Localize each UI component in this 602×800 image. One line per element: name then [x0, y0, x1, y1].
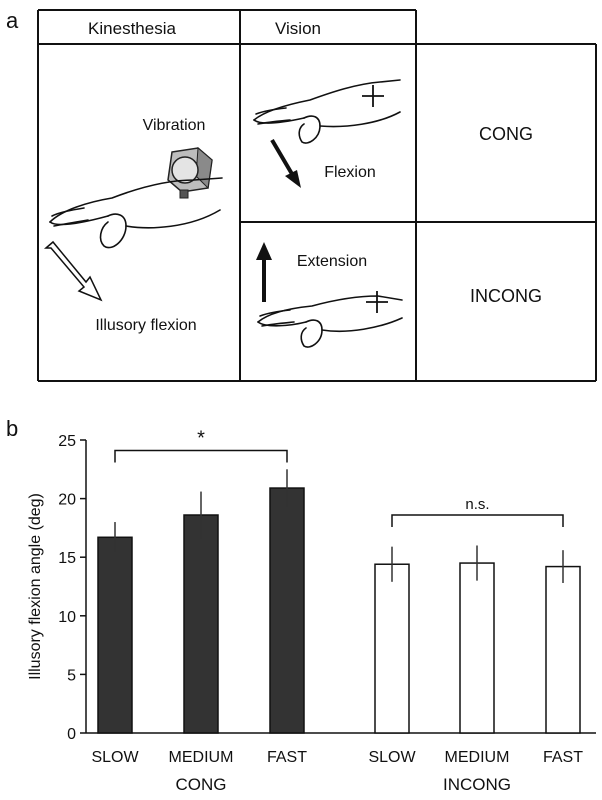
y-tick-label: 15 [58, 550, 76, 567]
bar-cong-slow [97, 536, 133, 734]
hand-icon-kinesthesia [49, 177, 223, 249]
row-label-cong: CONG [479, 124, 533, 144]
y-tick-label: 0 [67, 726, 76, 743]
cross-marker-flexion [362, 85, 384, 107]
panel-b-letter: b [6, 416, 18, 441]
bar-cong-fast [269, 487, 305, 734]
y-tick-label: 5 [67, 667, 76, 684]
group-label-incong: INCONG [443, 775, 511, 794]
vibration-label: Vibration [143, 117, 206, 134]
flexion-arrow [270, 138, 301, 188]
bar-incong-slow [374, 563, 410, 734]
illusory-flexion-label: Illusory flexion [95, 317, 196, 334]
x-tick-label: FAST [543, 749, 583, 766]
y-tick-label: 25 [58, 433, 76, 450]
header-vision: Vision [275, 19, 321, 38]
flexion-label: Flexion [324, 164, 376, 181]
illusory-flexion-arrow [43, 240, 103, 302]
significance-bracket-line [114, 449, 288, 463]
group-label-cong: CONG [176, 775, 227, 794]
header-kinesthesia: Kinesthesia [88, 19, 176, 38]
condition-table [37, 9, 597, 382]
x-tick-label: MEDIUM [169, 749, 234, 766]
x-tick-labels: SLOW MEDIUM FAST SLOW MEDIUM FAST [91, 749, 583, 766]
y-axis: 0 5 10 15 20 25 [58, 433, 596, 743]
bar-incong-fast [545, 565, 581, 734]
x-tick-label: MEDIUM [445, 749, 510, 766]
bar-cong-medium [183, 514, 219, 734]
bar-incong-medium [459, 562, 495, 734]
significance-brackets: * n.s. [114, 428, 564, 528]
vibrator-icon [167, 146, 213, 199]
group-labels: CONG INCONG [176, 775, 512, 794]
cross-marker-extension [366, 291, 388, 313]
y-tick-label: 20 [58, 492, 76, 509]
bars [97, 487, 581, 734]
x-tick-label: SLOW [91, 749, 139, 766]
significance-bracket-label: * [197, 428, 205, 450]
hand-icon-vision-flexion [253, 79, 401, 144]
ns-bracket-label: n.s. [465, 496, 489, 513]
ns-bracket-line [391, 514, 564, 528]
extension-label: Extension [297, 253, 367, 270]
panel-a-letter: a [6, 8, 19, 33]
error-bars [114, 469, 564, 583]
x-tick-label: SLOW [368, 749, 416, 766]
y-axis-label: Illusory flexion angle (deg) [27, 493, 44, 680]
x-tick-label: FAST [267, 749, 307, 766]
y-tick-label: 10 [58, 609, 76, 626]
row-label-incong: INCONG [470, 286, 542, 306]
extension-arrow [256, 242, 272, 302]
hand-icon-vision-extension [257, 295, 403, 348]
